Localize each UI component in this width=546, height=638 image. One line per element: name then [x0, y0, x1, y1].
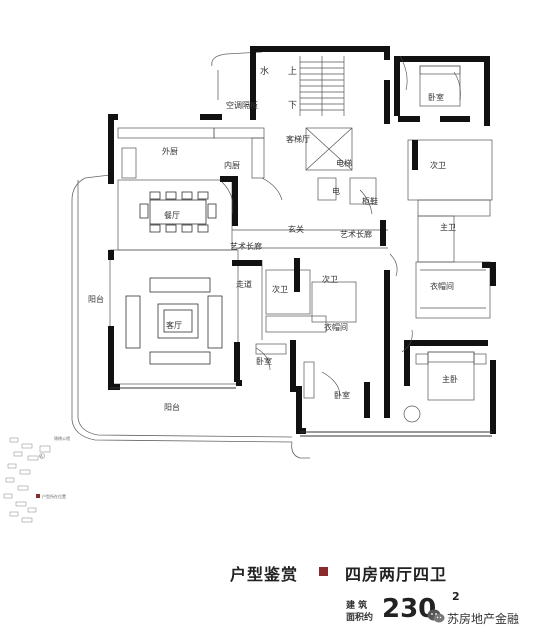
closet-mid-label: 衣帽间: [324, 322, 348, 332]
floor-plan: 上 下 水 空调隔板 外厨 内厨 客梯厅 电梯 电 柜鞋 卧室 次卫 餐厅 玄关…: [3, 46, 496, 523]
watermark-text: 苏房地产金融: [447, 612, 520, 626]
outer-kitchen-label: 外厨: [162, 146, 178, 156]
master-bath-label: 主卫: [440, 222, 456, 232]
caption-layout: 四房两厅四卫: [345, 565, 448, 584]
area-block: 建 筑 面积约 230 2: [346, 590, 546, 638]
area-label-line2: 面积约: [346, 613, 374, 623]
caption-separator: [319, 567, 328, 576]
secondary-bath-mid-right-label: 次卫: [322, 274, 338, 284]
keyplan-marker: [36, 494, 40, 498]
area-value: 230: [382, 594, 437, 624]
living-label: 客厅: [166, 320, 182, 330]
walls: [108, 46, 496, 434]
balcony-left-label: 阳台: [88, 294, 104, 304]
dining-label: 餐厅: [164, 211, 180, 220]
foyer-label: 玄关: [288, 224, 304, 234]
cabinet-label: 柜鞋: [362, 196, 378, 206]
balcony-outline-left: [71, 174, 293, 443]
area-unit-superscript: 2: [452, 590, 460, 603]
walk-in-closet-label: 衣帽间: [430, 281, 454, 291]
inner-kitchen-label: 内厨: [224, 160, 240, 170]
water-label: 水: [260, 65, 269, 77]
electric-label: 电: [332, 186, 340, 196]
keyplan-top-label: 锦绣公馆: [54, 435, 70, 441]
living-sofa-set: [125, 277, 223, 365]
caption-title: 户型鉴赏: [230, 565, 299, 584]
keyplan-a-label: A: [40, 454, 43, 459]
caption: 户型鉴赏 四房两厅四卫: [230, 561, 530, 591]
keyplan-bottom-label: 户型所在位置: [42, 493, 66, 499]
bedroom-ne-label: 卧室: [428, 92, 444, 102]
elevator-shaft: [305, 127, 353, 171]
art-corridor-right-label: 艺术长廊: [340, 229, 372, 239]
stairs-down-label: 下: [288, 101, 297, 111]
bedroom-mid-label: 卧室: [256, 356, 272, 366]
balcony-outline-bottom: [291, 441, 310, 459]
stairs-up-label: 上: [288, 66, 297, 77]
master-bedroom-label: 主卧: [442, 374, 458, 384]
hallway-label: 走道: [236, 279, 252, 289]
balcony-bottom-label: 阳台: [164, 402, 180, 412]
secondary-bath-ne-label: 次卫: [430, 160, 446, 170]
elevator-label: 电梯: [336, 158, 352, 168]
elevator-hall-label: 客梯厅: [286, 134, 310, 144]
ac-panel-label: 空调隔板: [226, 100, 258, 110]
area-label-line1: 建 筑: [346, 601, 368, 611]
bedroom-south-label: 卧室: [334, 390, 350, 400]
dining-table: [139, 191, 217, 233]
secondary-bath-mid-left-label: 次卫: [272, 284, 288, 294]
stairs: [299, 56, 345, 116]
wechat-icon: [427, 609, 445, 623]
wechat-watermark: 苏房地产金融: [427, 606, 546, 630]
key-plan: [3, 437, 51, 523]
art-corridor-left-label: 艺术长廊: [230, 241, 262, 251]
